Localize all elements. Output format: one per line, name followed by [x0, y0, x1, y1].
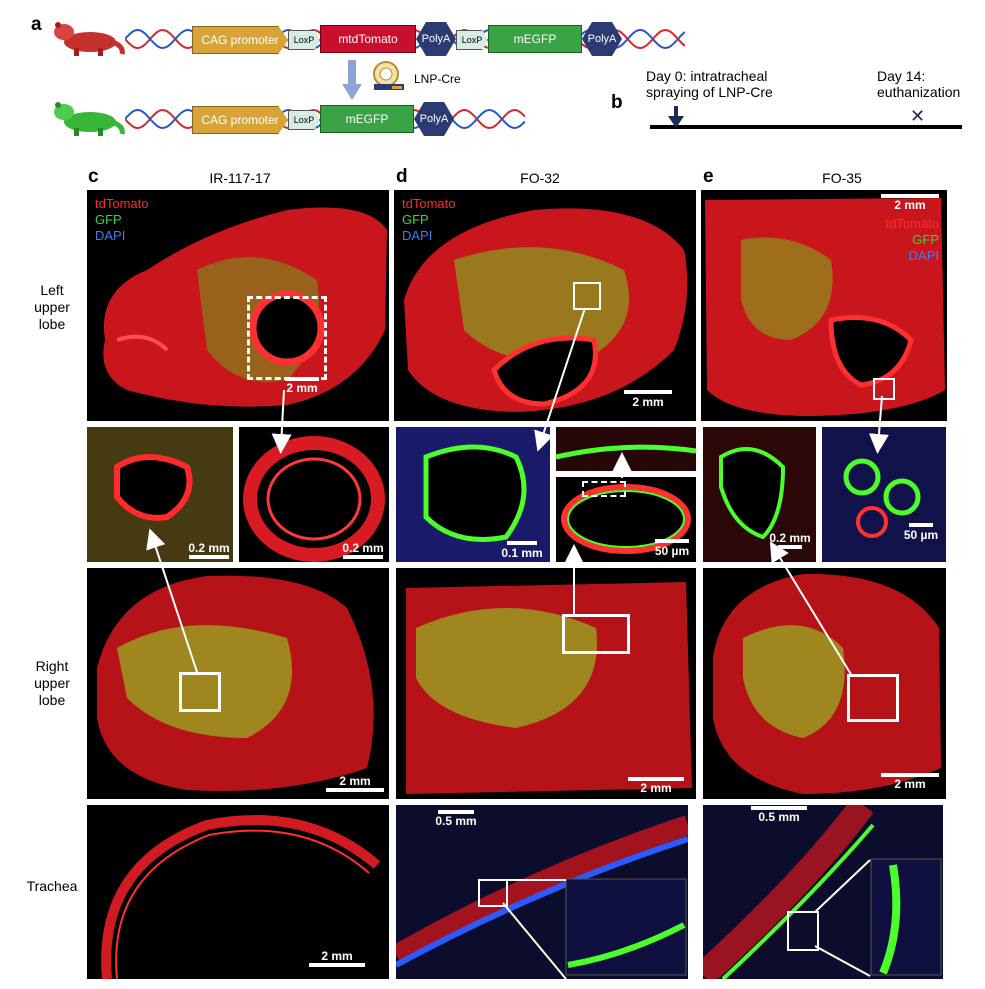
legend-gfp: GFP — [402, 212, 429, 227]
micrograph-c-trachea: 2 mm — [87, 805, 389, 979]
row-label-line: Right — [35, 658, 69, 674]
row-label-line: lobe — [38, 692, 66, 708]
legend-gfp: GFP — [95, 212, 122, 227]
micrograph-d-left-upper-lobe: tdTomato GFP DAPI 2 mm — [394, 190, 696, 421]
column-label-c: IR-117-17 — [209, 170, 271, 186]
polya-top-2: PolyA — [582, 22, 622, 56]
timeline-bar — [650, 125, 962, 129]
panel-label-e: e — [703, 166, 714, 187]
row-label-right-upper-lobe: Right upper lobe — [20, 658, 84, 709]
scalebar-c-tr: 2 mm — [307, 949, 367, 968]
scalebar-d-z1: 0.1 mm — [500, 541, 544, 560]
lnp-icon — [373, 61, 404, 90]
arrow-e-lul-to-zoom — [868, 395, 889, 454]
scalebar-d-rul: 2 mm — [626, 776, 686, 795]
loxp-top-2: LoxP — [456, 30, 488, 50]
legend-gfp: GFP — [912, 232, 939, 247]
micrograph-d-right-upper-lobe: 2 mm — [396, 568, 696, 799]
row-label-line: lobe — [38, 316, 66, 332]
micrograph-e-left-upper-lobe: 2 mm tdTomato GFP DAPI — [701, 190, 947, 421]
panel-label-d: d — [396, 166, 408, 187]
row-label-trachea: Trachea — [26, 878, 78, 894]
column-label-d: FO-32 — [520, 170, 560, 186]
recombination-arrow — [342, 60, 362, 100]
legend-tdtomato: tdTomato — [95, 196, 149, 211]
row-label-line: upper — [34, 299, 70, 315]
scalebar-e-rul: 2 mm — [879, 772, 941, 791]
micrograph-c-right-upper-lobe: 2 mm — [87, 568, 389, 799]
legend-tdtomato: tdTomato — [885, 216, 939, 231]
zoom-box-e-tr — [787, 911, 819, 951]
scalebar-c-rul: 2 mm — [325, 774, 385, 793]
megfp-bottom-element: mEGFP — [320, 105, 414, 133]
day0-arrow-icon — [668, 106, 684, 128]
timeline-day14-label: Day 14: euthanization — [877, 68, 960, 100]
loxp-bottom: LoxP — [288, 110, 320, 130]
scalebar-e-lul: 2 mm — [879, 193, 941, 212]
zoom-box-d-rul — [562, 614, 630, 654]
legend-dapi: DAPI — [908, 248, 939, 263]
day14-line2: euthanization — [877, 84, 961, 100]
zoom-c-2: 0.2 mm — [239, 427, 389, 562]
zoom-box-c-rul — [179, 672, 221, 712]
legend-d: tdTomato GFP DAPI — [402, 196, 455, 244]
panel-label-c: c — [88, 166, 99, 187]
timeline-day0-label: Day 0: intratracheal spraying of LNP-Cre — [646, 68, 773, 100]
legend-dapi: DAPI — [95, 228, 126, 243]
zoom-box-d-lul — [573, 282, 601, 310]
scalebar-d-z2: 50 µm — [652, 539, 692, 558]
day0-line2: spraying of LNP-Cre — [646, 84, 773, 100]
cag-promoter-top: CAG promoter — [192, 26, 288, 54]
scalebar-c-z1: 0.2 mm — [187, 541, 231, 560]
arrow-c-rul-to-zoom — [146, 528, 199, 676]
legend-tdtomato: tdTomato — [402, 196, 456, 211]
connector-e-tr-bottom — [814, 945, 871, 977]
row-label-left-upper-lobe: Left upper lobe — [20, 282, 84, 333]
arrow-d-lul-to-zoom — [534, 307, 586, 452]
legend-dapi: DAPI — [402, 228, 433, 243]
column-label-e: FO-35 — [822, 170, 862, 186]
scalebar-d-tr: 0.5 mm — [434, 809, 478, 828]
green-ferret-icon — [54, 102, 125, 136]
scalebar-d-lul: 2 mm — [622, 390, 674, 409]
row-label-line: Left — [40, 282, 64, 298]
legend-c: tdTomato GFP DAPI — [95, 196, 148, 244]
zoom-e-1: 0.2 mm — [703, 427, 816, 562]
day0-line1: Day 0: intratracheal — [646, 68, 768, 84]
scalebar-c-z2: 0.2 mm — [341, 541, 385, 560]
arrow-e-rul-to-zoom — [769, 541, 853, 677]
connector-d-tr-bottom — [502, 902, 567, 980]
day14-line1: Day 14: — [877, 68, 926, 84]
cag-promoter-bottom: CAG promoter — [192, 106, 288, 134]
connector-e-tr-top — [814, 859, 871, 913]
panel-label-a: a — [31, 14, 42, 35]
scalebar-e-tr: 0.5 mm — [749, 805, 809, 824]
zoom-box-d-tr — [478, 879, 508, 907]
day14-x-icon: ✕ — [910, 106, 926, 126]
scalebar-c-lul: 2 mm — [283, 376, 321, 395]
zoom-box-d-2b — [582, 481, 626, 497]
scalebar-e-z2: 50 µm — [900, 523, 942, 542]
loxp-top-1: LoxP — [288, 30, 320, 50]
row-label-line: upper — [34, 675, 70, 691]
arrow-c-lul-to-zoom — [271, 389, 292, 454]
zoom-d-2b: 50 µm — [556, 477, 696, 562]
zoom-box-e-rul — [847, 674, 899, 722]
zoom-box-e-lul — [873, 378, 895, 400]
lnp-cre-label: LNP-Cre — [414, 72, 461, 86]
panel-label-b: b — [611, 92, 623, 113]
zoom-d-1: 0.1 mm — [396, 427, 550, 562]
red-ferret-icon — [54, 22, 125, 56]
mtdtomato-element: mtdTomato — [320, 25, 416, 53]
micrograph-c-left-upper-lobe: tdTomato GFP DAPI 2 mm — [87, 190, 389, 421]
legend-e: tdTomato GFP DAPI — [869, 216, 939, 264]
megfp-top-element: mEGFP — [488, 25, 582, 53]
micrograph-e-right-upper-lobe: 2 mm — [703, 568, 946, 799]
